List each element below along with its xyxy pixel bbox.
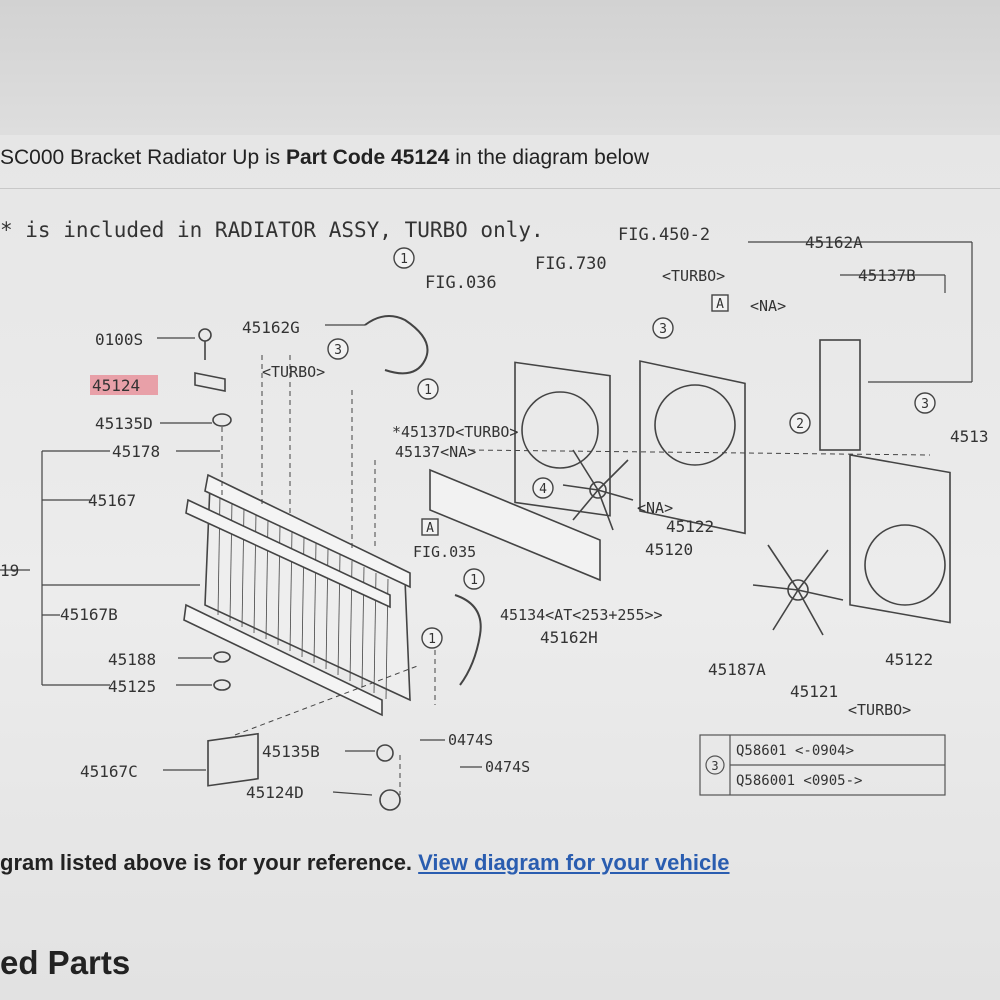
reservoir-tank [819,339,861,451]
fan-45121 [752,544,844,636]
label-45137D: *45137D<TURBO> [392,423,518,441]
part-code: Part Code 45124 [285,146,450,169]
table-row-2: Q586001 <0905-> [736,773,862,789]
label-0100S: 0100S [95,330,143,349]
fan-45120 [562,449,634,531]
radiator-top-tank [204,473,411,589]
label-45121: 45121 [790,682,838,701]
label-4513: 4513 [950,427,989,446]
label-fig036: FIG.036 [425,273,497,293]
air-guide-45134 [429,468,601,582]
divider [0,188,1000,189]
label-19: 19 [0,561,19,580]
description-suffix: in the diagram below [449,146,650,169]
callout-1b: 1 [424,383,432,398]
label-45162A: 45162A [805,233,863,252]
label-45137-na: 45137<NA> [395,443,476,461]
label-45122-b: 45122 [885,650,933,669]
highlight-45124 [90,375,158,395]
label-45122-a: 45122 [666,517,714,536]
fan-shroud-730 [514,361,611,517]
bracket-45124 [194,372,226,392]
label-45124: 45124 [92,376,140,395]
label-45124D: 45124D [246,783,304,802]
reference-note: gram listed above is for your reference.… [0,850,730,876]
callout-A2: A [716,297,724,312]
fan-shroud-turbo [849,453,951,624]
label-45137B: 45137B [858,266,916,285]
callout-1d: 1 [428,632,436,647]
label-45167C: 45167C [80,762,138,781]
label-45167B: 45167B [60,605,118,624]
radiator-lower-seal [183,603,383,717]
label-45162H: 45162H [540,628,598,647]
callout-1c: 1 [470,573,478,588]
callout-3b: 3 [659,322,667,337]
part-45167C [207,732,259,787]
label-turbo-3: <TURBO> [848,701,911,719]
parts-diagram: 1 3 1 4 1 1 3 2 3 A A * is included in R… [0,195,1000,835]
label-45135B: 45135B [262,742,320,761]
label-fig450: FIG.450-2 [618,225,710,245]
callout-1a: 1 [400,252,408,267]
label-na-1: <NA> [750,297,786,315]
label-na-2: <NA> [637,499,673,517]
label-45134: 45134<AT<253+255>> [500,606,663,624]
upper-hose [364,315,429,375]
callout-4: 4 [539,482,547,497]
note-text: gram listed above is for your reference. [0,850,419,875]
label-turbo-1: <TURBO> [662,267,725,285]
browser-top-area [0,0,1000,135]
callout-3a: 3 [334,343,342,358]
label-45188: 45188 [108,650,156,669]
label-45125: 45125 [108,677,156,696]
label-45135D: 45135D [95,414,153,433]
label-45162G: 45162G [242,318,300,337]
description-prefix: SC000 Bracket Radiator Up is [0,146,286,169]
callout-2: 2 [796,417,804,432]
view-diagram-link[interactable]: View diagram for your vehicle [418,850,730,875]
diagram-caption: * is included in RADIATOR ASSY, TURBO on… [0,218,544,242]
callout-3c: 3 [921,397,929,412]
callout-A1: A [426,521,434,536]
table-row-1: Q58601 <-0904> [736,743,854,759]
radiator-upper-seal [185,498,391,609]
spec-table [699,734,946,796]
label-45120: 45120 [645,540,693,559]
label-0474S-2: 0474S [485,758,530,776]
label-fig035: FIG.035 [413,543,476,561]
part-description: SC000 Bracket Radiator Up is Part Code 4… [0,146,649,170]
lower-hose [454,594,482,686]
label-45178: 45178 [112,442,160,461]
label-turbo-2: <TURBO> [262,363,325,381]
table-key: 3 [711,759,718,773]
label-45167: 45167 [88,491,136,510]
label-0474S-1: 0474S [448,731,493,749]
label-45187A: 45187A [708,660,766,679]
label-fig730: FIG.730 [535,254,607,274]
related-parts-heading: ed Parts [0,944,131,981]
parts-diagram-svg: 1 3 1 4 1 1 3 2 3 A A * is included in R… [0,218,989,811]
fan-shroud-na [639,360,746,535]
